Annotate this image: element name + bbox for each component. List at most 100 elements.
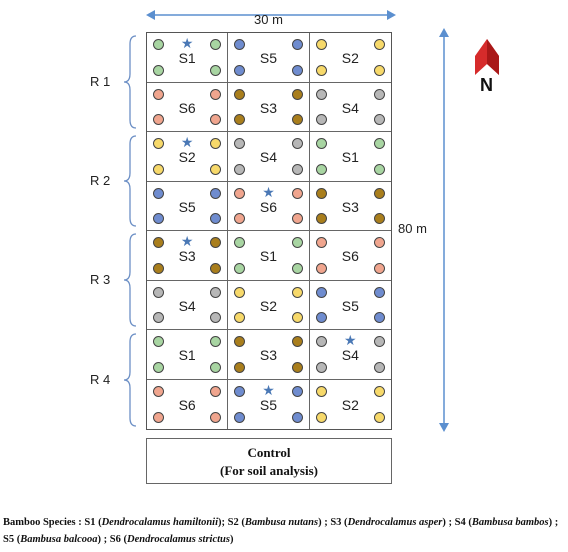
bamboo-clump-dot [210,312,222,323]
bamboo-clump-dot [153,237,164,248]
plot-species-label: S4 [341,347,359,364]
plot-species-label: S3 [259,99,278,116]
plot-species-label: S1 [259,248,278,265]
plot-cell: S4 [147,280,229,330]
bamboo-clump-dot [291,286,303,298]
bamboo-clump-dot [234,312,246,323]
legend-item-code: S5 ( [3,534,21,545]
legend-item-code: S4 ( [454,517,472,528]
brace-r1 [123,35,137,129]
plot-species-label: S3 [341,198,359,215]
bamboo-clump-dot [153,262,164,274]
plot-species-label: S3 [259,347,278,364]
bamboo-clump-dot [210,361,222,373]
plot-cell: S5 [147,181,229,231]
plot-cell: S3 [228,82,310,132]
bamboo-clump-dot [315,64,327,76]
bamboo-clump-dot [315,138,327,149]
plot-cell: S2 [228,280,310,330]
star-icon: ★ [180,233,194,249]
bamboo-clump-dot [210,262,222,274]
bamboo-clump-dot [210,114,222,125]
bamboo-clump-dot [153,39,164,50]
plot-cell: S4★ [309,330,391,380]
legend-item-code: S3 ( [330,517,348,528]
bamboo-clump-dot [210,64,222,76]
bamboo-clump-dot [291,361,303,373]
bamboo-clump-dot [315,361,327,373]
bamboo-clump-dot [153,163,164,175]
bamboo-clump-dot [153,286,164,298]
bamboo-clump-dot [315,385,327,397]
legend-item-name: Dendrocalamus asper [347,517,443,528]
bamboo-clump-dot [153,138,164,149]
bamboo-clump-dot [374,114,385,125]
bamboo-clump-dot [291,163,303,175]
plot-species-label: S6 [341,248,359,265]
plot-cell: S2 [310,380,391,430]
bamboo-clump-dot [210,412,222,423]
bamboo-clump-dot [374,64,385,76]
plot-cell: S5★ [228,379,310,429]
control-plot: Control (For soil analysis) [146,438,392,484]
legend-item-code: S1 ( [84,517,102,528]
bamboo-clump-dot [315,88,327,100]
plot-species-label: S2 [341,397,359,414]
plot-cell: S3 [228,330,310,380]
plot-cell: S3★ [147,231,229,281]
legend-item-name: Dendrocalamus hamiltonii [101,517,218,528]
width-dimension-arrow [146,10,396,20]
legend-item-name: Dendrocalamus strictus [127,534,230,545]
plot-cell: S6 [147,379,229,429]
legend-item-code: S6 ( [109,534,127,545]
bamboo-clump-dot [315,187,327,199]
bamboo-clump-dot [234,64,246,76]
bamboo-clump-dot [153,312,164,323]
plot-species-label: S1 [341,149,359,166]
plot-cell: S1 [147,330,229,380]
plot-cell: S1★ [147,33,229,83]
bamboo-clump-dot [374,163,385,175]
bamboo-clump-dot [291,39,303,50]
bamboo-clump-dot [210,213,222,224]
plot-species-label: S2 [178,149,196,166]
bamboo-clump-dot [210,237,222,248]
legend-item: S6 (Dendrocalamus strictus) [109,534,234,545]
star-icon: ★ [180,35,194,51]
bamboo-clump-dot [210,385,222,397]
plot-species-label: S5 [341,297,359,314]
star-icon: ★ [262,381,275,398]
plot-cell: S2 [309,33,391,83]
replication-braces [123,35,137,427]
legend-item: S4 (Bambusa bambos) ; [454,517,559,528]
bamboo-clump-dot [374,312,385,323]
bamboo-clump-dot [234,163,246,175]
bamboo-clump-dot [210,39,222,50]
bamboo-clump-dot [374,213,385,224]
width-dimension-label: 30 m [254,12,283,27]
bamboo-clump-dot [210,138,222,149]
plot-cell: S3 [309,182,391,231]
legend-item-name: Bambusa bambos [471,517,549,528]
replication-label-r2: R 2 [90,173,111,188]
plot-species-label: S2 [259,297,278,314]
plot-species-label: S6 [178,397,196,414]
bamboo-clump-dot [153,114,164,125]
bamboo-clump-dot [153,361,164,373]
brace-r3 [123,233,137,327]
bamboo-clump-dot [374,262,385,274]
bamboo-clump-dot [374,361,385,373]
plot-cell: S5 [228,33,310,83]
bamboo-clump-dot [291,88,303,100]
legend-prefix: Bamboo Species : [3,517,85,528]
bamboo-clump-dot [234,385,246,397]
bamboo-clump-dot [374,286,385,298]
legend-item: S5 (Bambusa balcooa) ; [3,534,110,545]
plot-cell: S4 [228,132,310,182]
length-dimension-arrow [439,28,449,432]
bamboo-clump-dot [153,64,164,76]
plot-cell: S6 [147,82,229,132]
plot-species-label: S5 [259,50,278,67]
bamboo-clump-dot [315,312,327,323]
